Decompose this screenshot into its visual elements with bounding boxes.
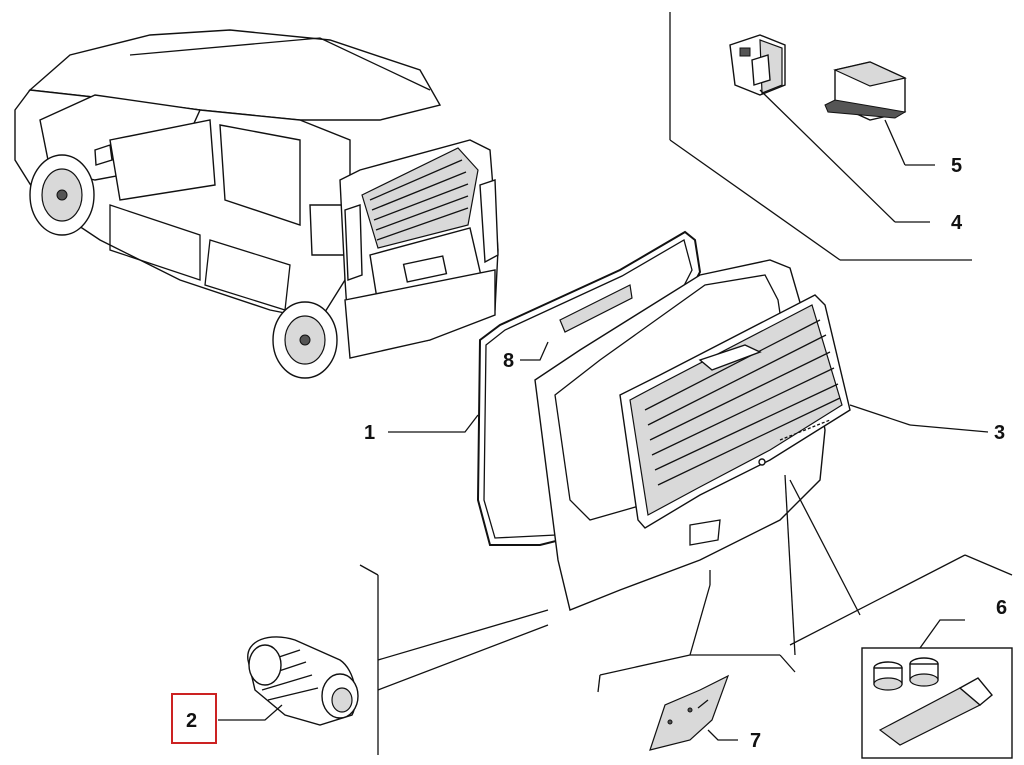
inset-frame-top: [669, 12, 972, 261]
callout-2: 2: [186, 710, 197, 732]
part-4-connector: [729, 34, 786, 96]
callout-1: 1: [364, 422, 375, 444]
rear-window-defroster-lines: [369, 159, 469, 241]
part-2-rubber-boot: [247, 636, 359, 726]
bracket-lines-part-2: [359, 564, 549, 755]
part-3-rear-window-glass: [619, 294, 851, 529]
callout-8: 8: [503, 350, 514, 372]
callout-4: 4: [951, 212, 963, 234]
glass-defroster-lines: [644, 319, 841, 486]
callout-3: 3: [994, 422, 1005, 444]
bracket-lines-part-6: [789, 479, 1013, 646]
part-6-repair-kit: [861, 647, 1013, 759]
part-5-rubber-pad: [824, 61, 907, 121]
part-7-adhesive-sheet: [649, 674, 730, 751]
leader-lines: [218, 89, 989, 741]
callout-5: 5: [951, 155, 962, 177]
callout-6: 6: [996, 597, 1007, 619]
part-1-tailgate-seal: [476, 230, 702, 546]
car-illustration: [14, 29, 499, 379]
callout-7: 7: [750, 730, 761, 752]
callout-highlight-box: [171, 693, 217, 744]
callout-labels: 1 2 3 4 5 6 7 8: [186, 155, 1007, 752]
bracket-lines-part-7: [597, 474, 796, 693]
